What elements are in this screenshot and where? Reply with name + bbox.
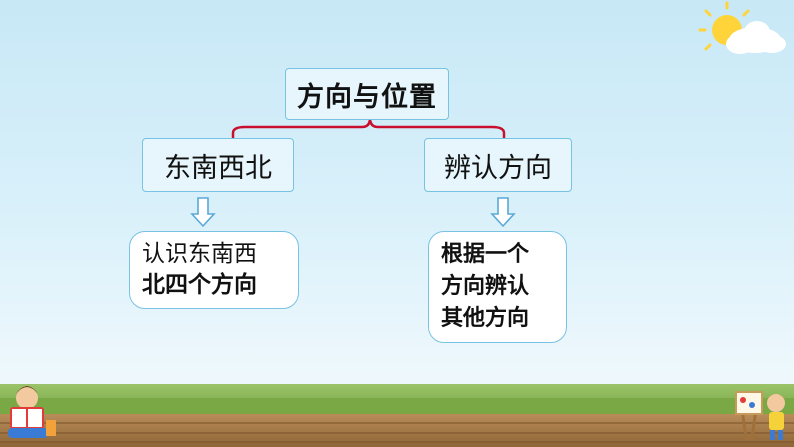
root-node: 方向与位置 [285, 68, 449, 120]
branch-node-directions: 东南西北 [142, 138, 294, 192]
detail-node-directions: 认识东南西 北四个方向 [129, 231, 299, 309]
painting-child-illustration [736, 392, 785, 440]
branch-node-label: 东南西北 [164, 146, 272, 185]
brace-connector [233, 118, 504, 138]
down-arrow-icon [492, 198, 514, 226]
down-arrow-icon [192, 198, 214, 226]
root-node-label: 方向与位置 [297, 75, 437, 114]
detail-line: 其他方向 [441, 303, 566, 335]
detail-line: 北四个方向 [142, 270, 298, 301]
sun-cloud-icon [700, 3, 786, 54]
reading-child-illustration [8, 386, 56, 438]
detail-line: 方向辨认 [441, 271, 566, 303]
detail-node-identify: 根据一个 方向辨认 其他方向 [428, 231, 567, 343]
detail-line: 根据一个 [441, 239, 566, 271]
detail-line: 认识东南西 [142, 239, 298, 270]
branch-node-label: 辨认方向 [444, 146, 552, 185]
branch-node-identify: 辨认方向 [424, 138, 572, 192]
